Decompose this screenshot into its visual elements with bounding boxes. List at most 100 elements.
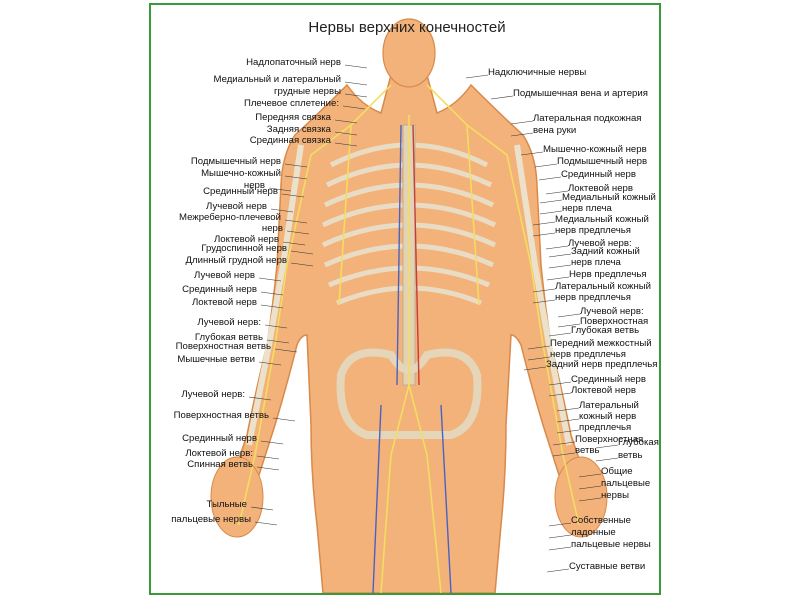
label-right: нерв плеча bbox=[571, 257, 621, 268]
leader-line bbox=[595, 457, 619, 462]
label-right: Суставные ветви bbox=[569, 561, 646, 572]
label-right: кожный нерв bbox=[579, 411, 637, 422]
leader-line bbox=[556, 429, 580, 434]
leader-line bbox=[256, 466, 280, 471]
label-right: Нерв предплечья bbox=[569, 269, 647, 280]
leader-line bbox=[527, 356, 551, 361]
leader-line bbox=[344, 64, 368, 69]
label-left: Межреберно-плечевой bbox=[178, 212, 281, 223]
label-right: Подмышечная вена и артерия bbox=[513, 88, 648, 99]
leader-line bbox=[546, 276, 570, 281]
label-right: Локтевой нерв bbox=[568, 183, 633, 194]
vessels bbox=[372, 124, 452, 593]
leader-line bbox=[272, 417, 296, 422]
leader-line bbox=[557, 313, 581, 318]
leader-line bbox=[344, 81, 368, 86]
label-right: Медиальный кожный bbox=[555, 214, 649, 225]
leader-line bbox=[342, 105, 366, 110]
leader-line bbox=[250, 506, 274, 511]
leader-line bbox=[334, 131, 358, 136]
leader-line bbox=[490, 95, 514, 100]
leader-line bbox=[532, 232, 556, 237]
label-right: Поверхностная bbox=[580, 316, 649, 327]
leader-line bbox=[545, 245, 569, 250]
leader-line bbox=[510, 120, 534, 125]
leader-line bbox=[258, 361, 282, 366]
leader-line bbox=[344, 93, 368, 98]
diagram-frame: Нервы верхних конечностей Надлопаточный … bbox=[149, 3, 661, 595]
label-right: Латеральный bbox=[579, 400, 639, 411]
leader-line bbox=[510, 132, 534, 137]
leader-line bbox=[552, 452, 576, 457]
label-right: Лучевой нерв: bbox=[580, 306, 644, 317]
label-right: Поверхностная bbox=[575, 434, 644, 445]
label-right: предплечья bbox=[579, 422, 632, 433]
leader-line bbox=[532, 221, 556, 226]
label-right: Общие bbox=[601, 466, 633, 477]
label-left: Передняя связка bbox=[255, 112, 331, 123]
leader-line bbox=[539, 210, 563, 215]
label-right: пальцевые нервы bbox=[571, 539, 651, 550]
leader-line bbox=[578, 497, 602, 502]
arm-bones bbox=[246, 144, 572, 446]
label-left: Тыльные bbox=[206, 499, 247, 510]
label-left: Лучевой нерв: bbox=[181, 389, 245, 400]
label-right: Срединный нерв bbox=[561, 169, 636, 180]
leader-lines bbox=[248, 64, 619, 573]
label-left: Срединный нерв bbox=[182, 284, 257, 295]
diagram-title: Нервы верхних конечностей bbox=[308, 19, 506, 36]
label-left: Плечевое сплетение: bbox=[243, 98, 339, 109]
label-right: нерв предплечья bbox=[550, 349, 626, 360]
label-left: пальцевые нервы bbox=[171, 514, 251, 525]
label-left: грудные нервы bbox=[274, 86, 341, 97]
leader-line bbox=[548, 534, 572, 539]
label-right: ветвь bbox=[618, 450, 643, 461]
label-left: Подмышечный нерв bbox=[190, 156, 281, 167]
leader-line bbox=[254, 521, 278, 526]
leader-line bbox=[595, 444, 619, 449]
label-right: Локтевой нерв bbox=[571, 385, 636, 396]
label-right: ветвь bbox=[575, 445, 600, 456]
leader-line bbox=[334, 142, 358, 147]
leader-line bbox=[284, 175, 308, 180]
label-right: нерв плеча bbox=[562, 203, 612, 214]
leader-line bbox=[556, 418, 580, 423]
leader-line bbox=[260, 440, 284, 445]
leader-line bbox=[290, 250, 314, 255]
nerves bbox=[238, 84, 580, 593]
leader-line bbox=[270, 208, 294, 213]
label-left: Медиальный и латеральный bbox=[213, 74, 341, 85]
leader-line bbox=[284, 163, 308, 168]
label-left: Длинный грудной нерв bbox=[185, 255, 288, 266]
label-right: Подмышечный нерв bbox=[557, 156, 648, 167]
leader-line bbox=[520, 151, 544, 156]
leader-line bbox=[523, 366, 547, 371]
label-left: Лучевой нерв bbox=[194, 270, 255, 281]
label-right: ладонные bbox=[571, 527, 616, 538]
label-right: Задний кожный bbox=[571, 246, 640, 257]
leader-line bbox=[260, 291, 284, 296]
label-right: нерв предплечья bbox=[555, 225, 631, 236]
leader-line bbox=[282, 241, 306, 246]
leader-line bbox=[538, 176, 562, 181]
label-right: вена руки bbox=[533, 125, 577, 136]
leader-line bbox=[548, 522, 572, 527]
label-right: Мышечно-кожный нерв bbox=[543, 144, 647, 155]
label-left: Лучевой нерв: bbox=[197, 317, 261, 328]
leader-line bbox=[546, 568, 570, 573]
label-left: Срединная связка bbox=[249, 135, 331, 146]
leader-line bbox=[284, 219, 308, 224]
label-left: Грудоспинной нерв bbox=[201, 243, 287, 254]
label-right: нервы bbox=[601, 490, 629, 501]
leader-line bbox=[548, 392, 572, 397]
leader-line bbox=[532, 288, 556, 293]
leader-line bbox=[552, 441, 576, 446]
leader-line bbox=[334, 119, 358, 124]
label-left: Поверхностная ветвь bbox=[173, 410, 269, 421]
label-left: Спинная ветвь bbox=[187, 459, 253, 470]
label-right: Глубокая ветвь bbox=[571, 325, 640, 336]
anatomy-illustration bbox=[210, 18, 619, 593]
leader-line bbox=[539, 199, 563, 204]
label-left: нерв bbox=[243, 180, 265, 191]
leader-line bbox=[274, 348, 298, 353]
